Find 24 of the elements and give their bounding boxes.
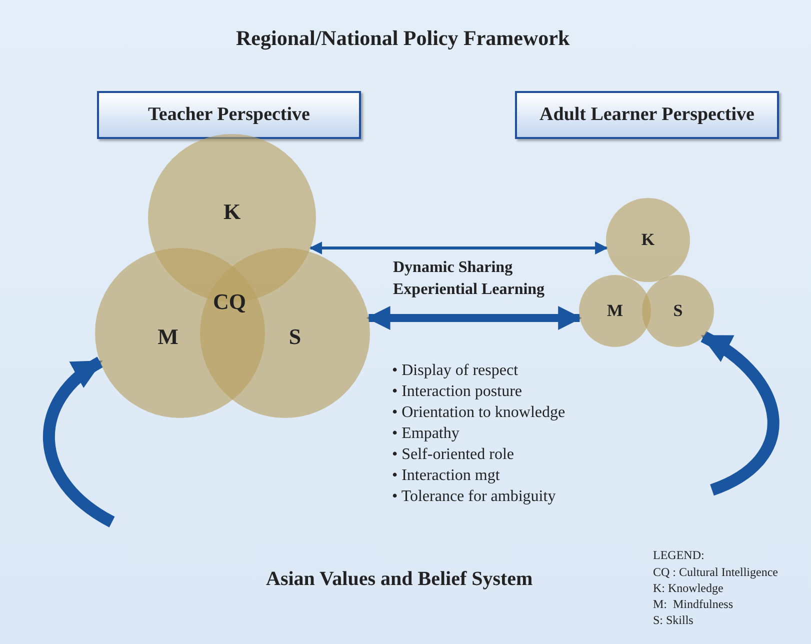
legend-text: M: Mindfulness xyxy=(653,597,734,612)
bullet-item: • Tolerance for ambiguity xyxy=(392,488,556,506)
legend-text: K: Knowledge xyxy=(653,581,724,596)
legend-text: CQ : Cultural Intelligence xyxy=(653,565,778,580)
header-box: Adult Learner Perspective xyxy=(515,91,779,139)
venn-circle: K xyxy=(606,198,690,282)
bullet-item: • Self-oriented role xyxy=(392,446,514,464)
bullet-item: • Orientation to knowledge xyxy=(392,404,566,422)
legend-text: LEGEND: xyxy=(653,548,704,563)
bullet-item: • Display of respect xyxy=(392,362,518,380)
curved-arrow xyxy=(43,356,116,528)
header-box: Teacher Perspective xyxy=(97,91,361,139)
caption-text: Dynamic Sharing xyxy=(393,259,513,277)
curved-arrow xyxy=(700,331,780,496)
venn-circle: S xyxy=(642,275,714,347)
bullet-item: • Empathy xyxy=(392,425,460,443)
double-arrow xyxy=(366,306,582,330)
footer-text: Asian Values and Belief System xyxy=(266,568,533,591)
double-arrow xyxy=(309,242,608,254)
diagram-title: Regional/National Policy Framework xyxy=(236,26,570,51)
bullet-item: • Interaction posture xyxy=(392,383,522,401)
caption-text: Experiential Learning xyxy=(393,281,545,299)
bullet-item: • Interaction mgt xyxy=(392,467,500,485)
legend-text: S: Skills xyxy=(653,613,694,628)
